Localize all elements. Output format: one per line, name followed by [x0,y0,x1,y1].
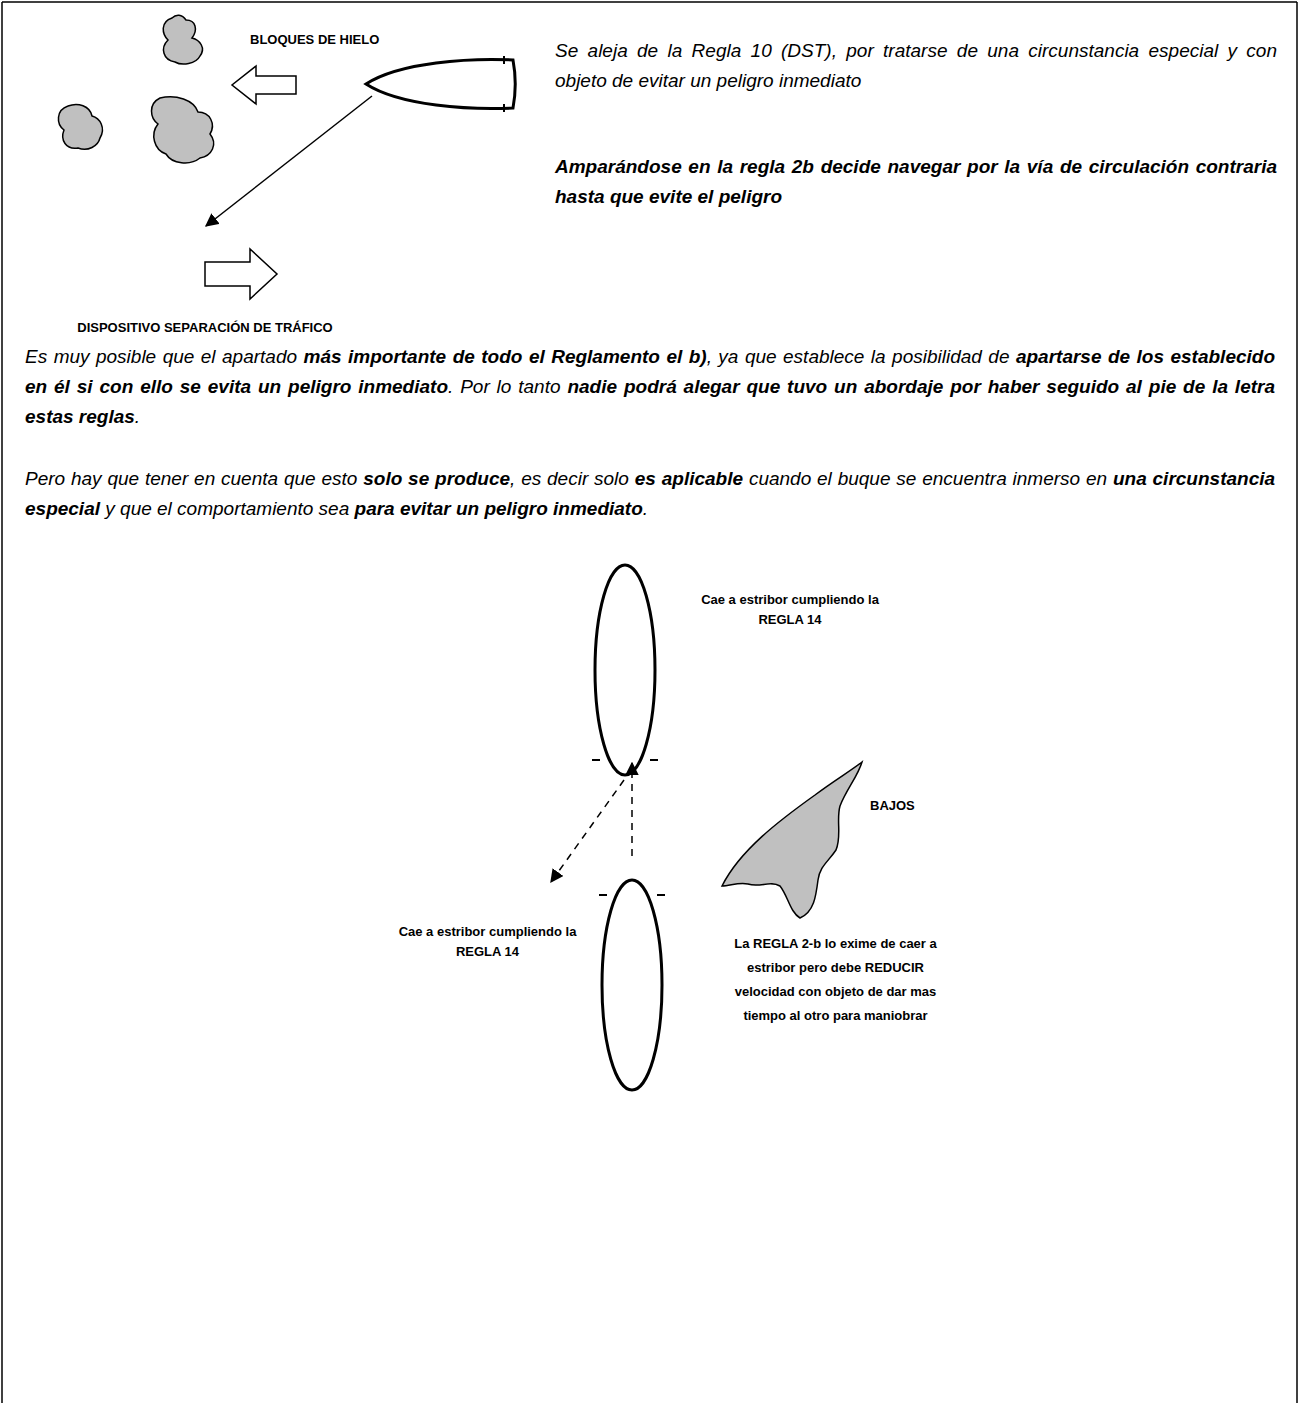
label-text: Cae a estribor cumpliendo la REGLA 14 [701,592,879,627]
hazard-label: BAJOS [870,798,990,814]
caption-label: BLOQUES DE HIELO [250,32,450,48]
label-text: cuando el buque se encuentra inmerso en [749,468,1107,489]
hollow-arrow [232,66,296,104]
ship [592,565,658,775]
label-text: . [643,498,648,519]
label-text: solo se produce [363,468,510,489]
label-text: y que el comportamiento sea [105,498,349,519]
ship [599,880,665,1090]
paragraph: Pero hay que tener en cuenta que esto so… [25,464,1275,524]
note-text: Se aleja de la Regla 10 (DST), por trata… [555,36,1277,96]
course-line [206,96,372,226]
label-text: más importante de todo el Reglamento el … [304,346,707,367]
label-text: BLOQUES DE HIELO [250,32,379,47]
label-text: para evitar un peligro inmediato [355,498,643,519]
hollow-arrow [205,249,277,299]
rule-note: La REGLA 2-b lo exime de caer a estribor… [728,932,943,1028]
ice-blocks [58,15,213,163]
course-arrow [551,780,624,882]
label-text: es aplicable [635,468,743,489]
caption-label: DISPOSITIVO SEPARACIÓN DE TRÁFICO [55,320,355,336]
label-text: . [135,406,140,427]
label-text: La REGLA 2-b lo exime de caer a estribor… [734,936,937,1023]
label-text: DISPOSITIVO SEPARACIÓN DE TRÁFICO [77,320,332,335]
label-text: , ya que establece la posibilidad de [707,346,1010,367]
shoals [722,762,862,918]
label-text: Pero hay que tener en cuenta que esto [25,468,357,489]
note-text: Amparándose en la regla 2b decide navega… [555,152,1277,212]
label-text: Cae a estribor cumpliendo la REGLA 14 [399,924,577,959]
rule-label: Cae a estribor cumpliendo la REGLA 14 [380,922,595,962]
label-text: Es muy posible que el apartado [25,346,297,367]
label-text: BAJOS [870,798,915,813]
label-text: . Por lo tanto [448,376,561,397]
paragraph: Es muy posible que el apartado más impor… [25,342,1275,432]
label-text: Se aleja de la Regla 10 (DST), por trata… [555,40,1277,91]
course-arrow [631,763,633,856]
rule-label: Cae a estribor cumpliendo la REGLA 14 [680,590,900,630]
label-text: Amparándose en la regla 2b decide navega… [555,156,1277,207]
ship [366,56,515,112]
label-text: , es decir solo [510,468,629,489]
